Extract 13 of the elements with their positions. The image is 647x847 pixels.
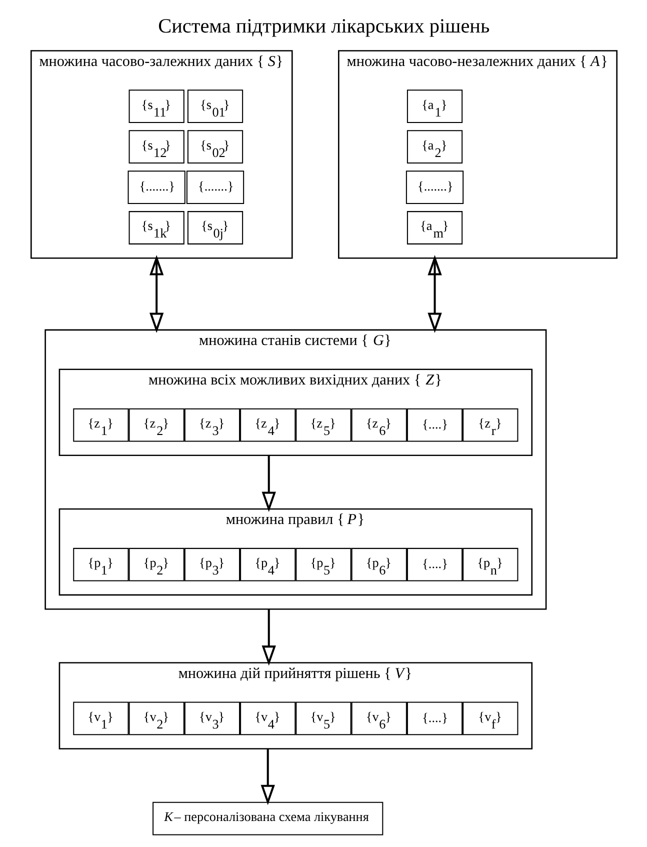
node-box: {.......} bbox=[405, 170, 464, 204]
arrow bbox=[261, 455, 276, 512]
node-box: K– персоналізована схема лікування bbox=[152, 802, 383, 836]
arrow bbox=[260, 748, 274, 806]
arrow bbox=[427, 255, 442, 333]
arrow bbox=[261, 609, 276, 666]
node-box: {....} bbox=[406, 702, 462, 736]
node-box: {.......} bbox=[127, 170, 185, 204]
node-box: {....} bbox=[406, 408, 462, 442]
node-box: {.......} bbox=[186, 170, 244, 204]
arrow bbox=[148, 255, 164, 333]
diagram-title: Система підтримки лікарських рішень bbox=[158, 16, 490, 38]
node-box: {....} bbox=[406, 548, 462, 582]
